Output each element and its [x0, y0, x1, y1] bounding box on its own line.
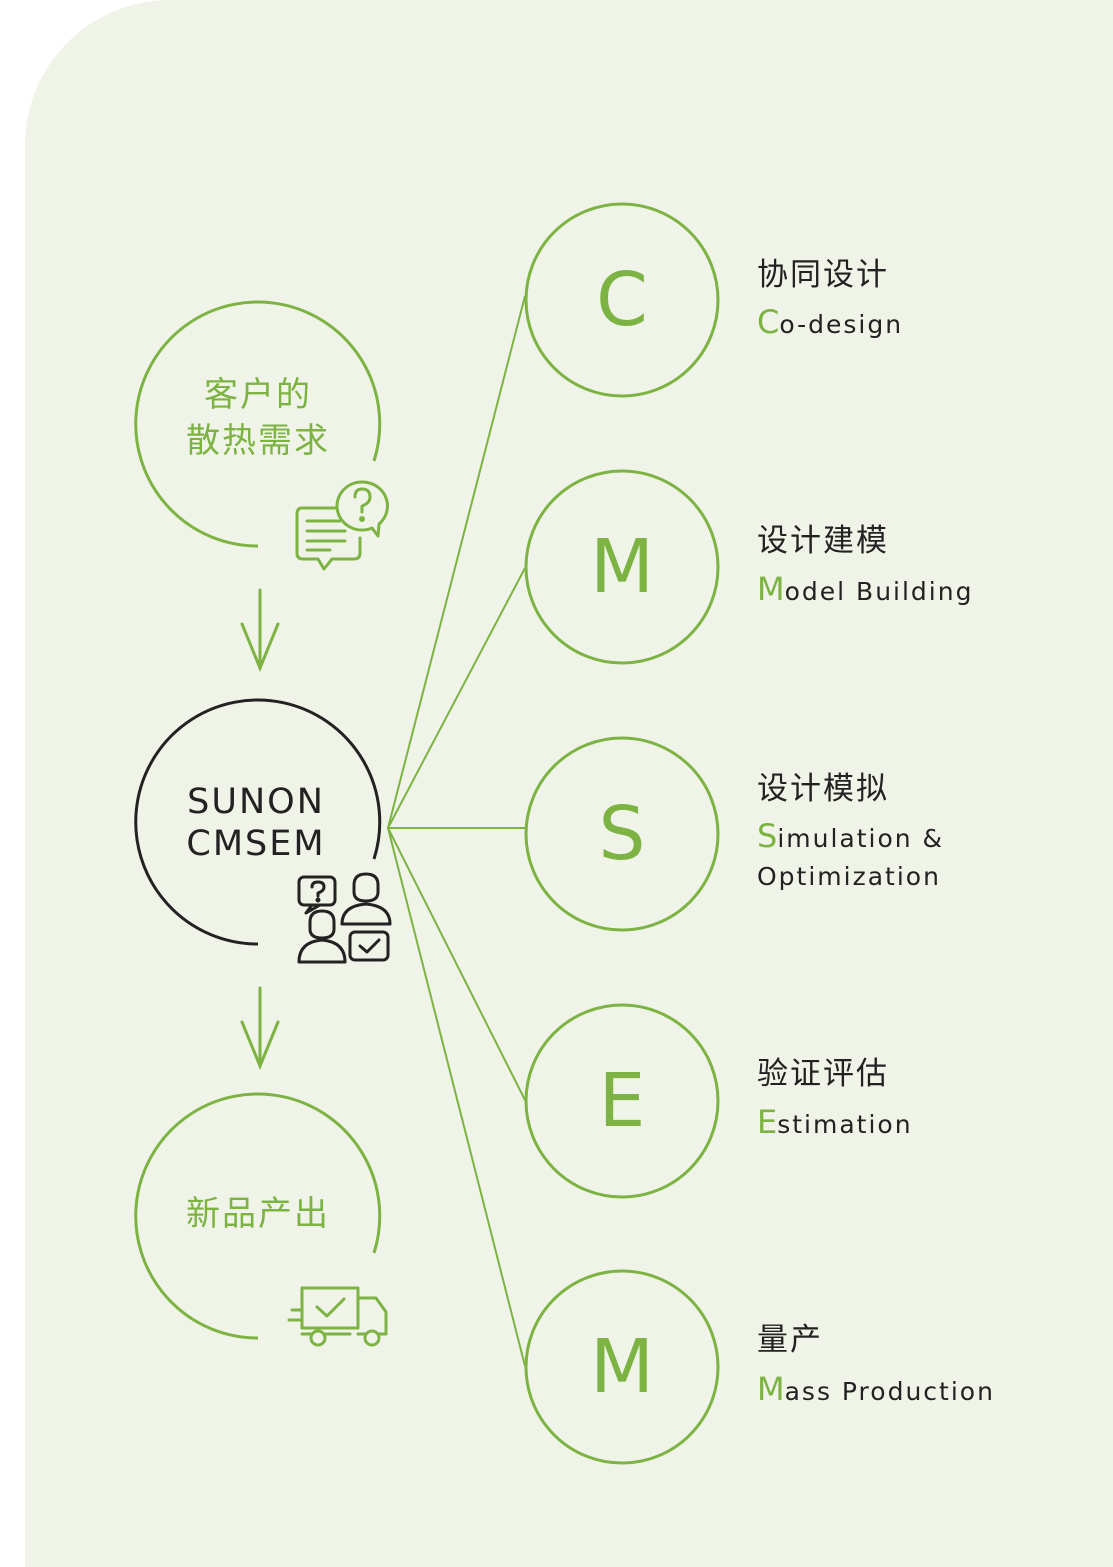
step-en-rest: stimation	[777, 1110, 913, 1139]
step-zh-label: 量产	[757, 1322, 823, 1358]
need-circle	[134, 300, 382, 548]
step-letter-s: S	[598, 791, 646, 877]
arrow-down-icon	[240, 588, 280, 672]
step-en-label: Estimation	[757, 1103, 913, 1144]
step-en-label: Simulation & Optimization	[757, 817, 944, 896]
step-en-rest: odel Building	[784, 577, 974, 606]
step-en-initial: M	[757, 570, 785, 608]
step-en-rest: imulation & Optimization	[757, 824, 945, 891]
background-panel	[25, 0, 1113, 1567]
step-zh-label: 协同设计	[757, 257, 889, 293]
center-title: SUNON CMSEM	[186, 782, 326, 864]
step-zh-label: 设计模拟	[757, 771, 889, 807]
center-circle	[134, 698, 382, 946]
step-en-initial: S	[757, 817, 778, 855]
step-en-rest: o-design	[779, 310, 904, 339]
step-en-initial: C	[757, 303, 780, 341]
step-circle-m1	[524, 469, 720, 665]
step-en-label: Model Building	[757, 570, 973, 611]
step-circle-s	[524, 736, 720, 932]
step-letter-m2: M	[590, 1324, 654, 1410]
connector-lines	[387, 295, 526, 1367]
step-circle-m2	[524, 1269, 720, 1465]
consultation-people-icon	[297, 872, 392, 964]
step-en-label: Mass Production	[757, 1370, 995, 1411]
step-en-initial: M	[757, 1370, 785, 1408]
step-circle-e	[524, 1003, 720, 1199]
step-zh-label: 设计建模	[757, 523, 889, 559]
need-title: 客户的 散热需求	[186, 375, 330, 461]
step-en-initial: E	[757, 1103, 778, 1141]
step-circles	[524, 202, 720, 1465]
step-letter-c: C	[596, 257, 648, 343]
output-circle	[134, 1092, 382, 1340]
step-circle-c	[524, 202, 720, 398]
arrow-down-icon	[240, 986, 280, 1070]
step-en-rest: ass Production	[784, 1377, 995, 1406]
step-en-label: Co-design	[757, 303, 903, 344]
delivery-truck-icon	[287, 1286, 388, 1347]
step-letter-e: E	[598, 1058, 646, 1144]
step-zh-label: 验证评估	[757, 1056, 889, 1092]
output-title: 新品产出	[186, 1194, 330, 1234]
chat-question-icon	[295, 480, 389, 571]
step-letter-m: M	[590, 524, 654, 610]
